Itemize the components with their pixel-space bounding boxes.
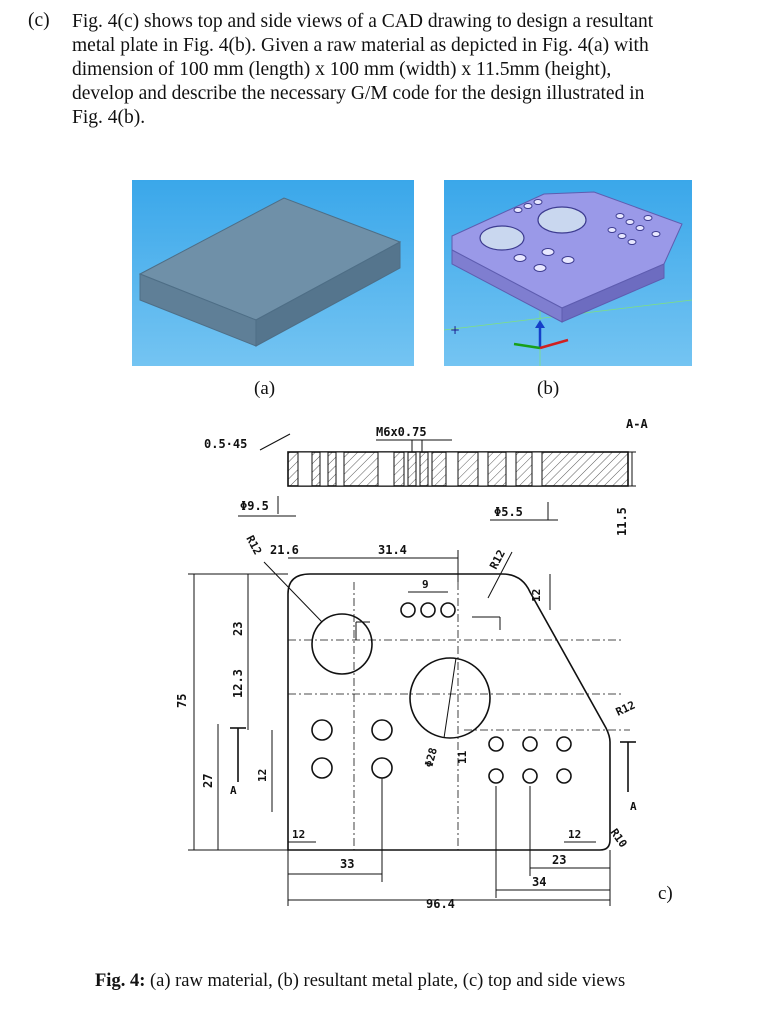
- axis-x: [513, 342, 541, 350]
- dim-23-left: 23: [231, 622, 245, 636]
- small-hole: [488, 768, 504, 784]
- dia-5-5-label: Φ5.5: [494, 505, 523, 519]
- dim-23-bottom: 23: [552, 853, 566, 867]
- dim-33: 33: [340, 857, 354, 871]
- small-hole: [488, 736, 504, 752]
- r10-label: R10: [608, 826, 630, 850]
- medium-hole: [311, 719, 333, 741]
- thread-label: M6x0.75: [376, 425, 427, 439]
- dim-12-bottom-right: 12: [568, 828, 581, 841]
- axis-y: [539, 338, 569, 350]
- medium-hole: [311, 757, 333, 779]
- small-hole: [522, 736, 538, 752]
- figure-a-label: (a): [254, 378, 276, 399]
- chamfer-label: 0.5·45: [204, 437, 247, 451]
- dim-96-4: 96.4: [426, 897, 455, 911]
- medium-hole: [371, 757, 393, 779]
- small-hole: [556, 736, 572, 752]
- question-line-4: develop and describe the necessary G/M c…: [72, 83, 645, 104]
- dim-12-left: 12: [256, 769, 269, 782]
- figure-caption: Fig. 4: (a) raw material, (b) resultant …: [95, 971, 625, 992]
- block-right-face: [255, 241, 401, 347]
- small-hole: [556, 768, 572, 784]
- large-hole-2: [537, 206, 587, 234]
- small-hole: [522, 768, 538, 784]
- medium-hole: [371, 719, 393, 741]
- dim-12-top: 12: [530, 589, 543, 602]
- r12-right-label: R12: [614, 699, 638, 719]
- question-label: (c): [28, 10, 50, 31]
- figure-c-label: c): [658, 883, 673, 904]
- dim-9: 9: [422, 578, 429, 591]
- dim-11: 11: [456, 750, 469, 764]
- hole-dia-24: [311, 613, 373, 675]
- small-hole: [440, 602, 456, 618]
- question-line-3: dimension of 100 mm (length) x 100 mm (w…: [72, 59, 612, 80]
- dia-28-label: Φ28: [422, 746, 440, 769]
- question-line-1: Fig. 4(c) shows top and side views of a …: [72, 11, 654, 32]
- dim-12-3: 12.3: [231, 669, 245, 698]
- dim-27: 27: [201, 774, 215, 788]
- cad-drawing: A-A 0.5·45 M6x0.75 11.5 Φ9.5 Φ5.5: [175, 417, 648, 911]
- plate-outline: [287, 573, 611, 851]
- dim-75: 75: [175, 694, 189, 708]
- r12-left-label: R12: [243, 533, 264, 557]
- caption-text: (a) raw material, (b) resultant metal pl…: [145, 971, 626, 991]
- metal-plate-figure: +: [444, 180, 692, 366]
- small-hole: [400, 602, 416, 618]
- dim-21-6: 21.6: [270, 543, 299, 557]
- section-a-left: A: [230, 784, 237, 797]
- section-a-right: A: [630, 800, 637, 813]
- dia-9-5-label: Φ9.5: [240, 499, 269, 513]
- raw-material-figure: [132, 180, 414, 366]
- svg-text:+: +: [450, 323, 460, 337]
- figure-b-label: (b): [537, 378, 560, 399]
- height-label: 11.5: [615, 507, 629, 536]
- caption-bold: Fig. 4:: [95, 971, 146, 991]
- question-line-2: metal plate in Fig. 4(b). Given a raw ma…: [72, 35, 649, 56]
- dim-31-4: 31.4: [378, 543, 407, 557]
- question-line-5: Fig. 4(b).: [72, 107, 146, 128]
- large-hole-1: [479, 225, 525, 251]
- section-label: A-A: [626, 417, 648, 431]
- dim-34: 34: [532, 875, 546, 889]
- dim-12-bottom-left: 12: [292, 828, 305, 841]
- r12-top-label: R12: [487, 548, 508, 572]
- small-hole: [420, 602, 436, 618]
- plate-side-face: [561, 263, 665, 323]
- hole-dia-28: [409, 657, 491, 739]
